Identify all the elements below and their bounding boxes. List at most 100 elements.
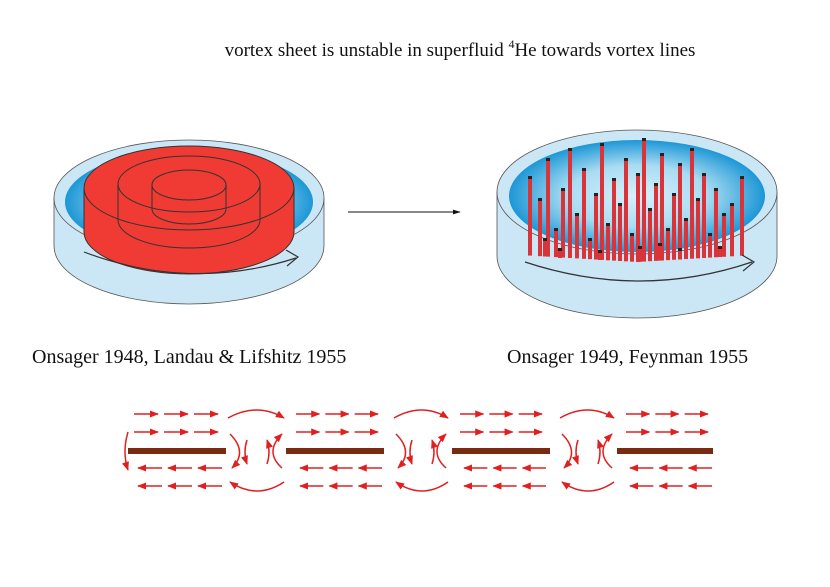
- vortex-line: [528, 178, 532, 256]
- flow-curve-arrow: [395, 433, 407, 469]
- vortex-core-end: [702, 173, 706, 176]
- vortex-line: [543, 240, 547, 257]
- flow-curve-arrow: [395, 481, 449, 492]
- vortex-line: [582, 170, 586, 259]
- flow-curve-arrow: [572, 439, 579, 465]
- flow-curve-arrow: [559, 409, 615, 419]
- vortex-line: [624, 160, 628, 262]
- vortex-core-end: [642, 138, 646, 141]
- vortex-line: [638, 248, 642, 262]
- vortex-core-end: [636, 173, 640, 176]
- vortex-line: [630, 235, 634, 262]
- vortex-line: [546, 160, 550, 257]
- vortex-sheet-segment: [617, 448, 713, 454]
- vortex-core-end: [600, 143, 604, 146]
- flow-curve-arrow: [436, 433, 447, 469]
- vortex-core-end: [618, 203, 622, 206]
- title-text: vortex sheet is unstable in superfluid: [224, 40, 509, 61]
- vortex-line: [648, 210, 652, 262]
- vortex-line: [702, 175, 706, 258]
- vortex-line: [722, 215, 726, 257]
- flow-curve-arrow: [229, 433, 241, 469]
- vortex-core-end: [684, 218, 688, 221]
- caption-right: Onsager 1949, Feynman 1955: [507, 346, 749, 368]
- flow-curve-arrow: [602, 433, 613, 469]
- vortex-core-end: [654, 183, 658, 186]
- vortex-core-end: [714, 188, 718, 191]
- vortex-core-end: [561, 188, 565, 191]
- vortex-core-end: [588, 238, 592, 241]
- flow-curve-arrow: [272, 433, 283, 469]
- vortex-line: [730, 205, 734, 257]
- flow-pattern: [122, 409, 713, 492]
- vortex-line: [600, 145, 604, 260]
- vortex-core-end: [730, 203, 734, 206]
- vortex-core-end: [598, 250, 602, 253]
- vortex-core-end: [740, 176, 744, 179]
- vortex-line: [740, 178, 744, 256]
- vortex-core-end: [630, 233, 634, 236]
- vortex-line: [718, 248, 722, 258]
- title-superscript: 4: [508, 37, 515, 51]
- flow-curve-arrow: [431, 439, 438, 465]
- vortex-core-end: [594, 193, 598, 196]
- flow-curve-arrow: [227, 409, 285, 419]
- vortex-line: [612, 180, 616, 261]
- vortex-core-end: [678, 163, 682, 166]
- vortex-line: [558, 250, 562, 258]
- vortex-sheet-cylinder: [53, 139, 325, 305]
- title-text-end: He towards vortex lines: [514, 40, 696, 61]
- vortex-line: [561, 190, 565, 258]
- vortex-line: [678, 165, 682, 260]
- flow-curve-arrow: [561, 481, 615, 492]
- vortex-line: [654, 185, 658, 261]
- vortex-core-end: [666, 228, 670, 231]
- vortex-line: [554, 230, 558, 258]
- vortex-line: [678, 250, 682, 260]
- vortex-sheet-segment: [452, 448, 550, 454]
- vortex-lines-cylinder: [496, 129, 778, 319]
- vortex-line: [708, 235, 712, 258]
- vortex-core-end: [638, 246, 642, 249]
- vortex-core-end: [546, 158, 550, 161]
- vortex-core-end: [538, 198, 542, 201]
- vortex-core-end: [718, 246, 722, 249]
- diagram-title: vortex sheet is unstable in superfluid 4…: [0, 37, 830, 62]
- vortex-line: [642, 140, 646, 262]
- vortex-line: [538, 200, 542, 257]
- vortex-sheet-segment: [128, 448, 226, 454]
- vortex-line: [594, 195, 598, 260]
- flow-curve-arrow: [122, 431, 129, 471]
- vortex-core-end: [722, 213, 726, 216]
- vortex-line: [714, 190, 718, 258]
- vortex-core-end: [558, 248, 562, 251]
- flow-curve-arrow: [597, 439, 604, 465]
- vortex-core-end: [582, 168, 586, 171]
- vortex-core-end: [708, 233, 712, 236]
- vortex-core-end: [658, 243, 662, 246]
- vortex-line: [598, 252, 602, 260]
- flow-curve-arrow: [266, 439, 273, 465]
- flow-curve-arrow: [406, 439, 413, 465]
- vortex-line: [588, 240, 592, 260]
- vortex-line: [575, 215, 579, 259]
- vortex-core-end: [575, 213, 579, 216]
- vortex-line: [672, 195, 676, 260]
- vortex-line: [606, 225, 610, 261]
- vortex-line: [690, 150, 694, 259]
- vortex-line: [636, 175, 640, 262]
- vortex-core-end: [624, 158, 628, 161]
- vortex-core-end: [660, 153, 664, 156]
- vortex-line: [684, 220, 688, 260]
- flow-curve-arrow: [393, 409, 449, 419]
- vortex-core-end: [678, 248, 682, 251]
- vortex-core-end: [690, 148, 694, 151]
- vortex-core-end: [606, 223, 610, 226]
- vortex-line: [696, 200, 700, 259]
- vortex-line: [618, 205, 622, 261]
- vortex-core-end: [554, 228, 558, 231]
- vortex-line: [658, 245, 662, 261]
- vortex-sheet-segment: [286, 448, 384, 454]
- flow-curve-arrow: [229, 481, 285, 492]
- vortex-core-end: [543, 238, 547, 241]
